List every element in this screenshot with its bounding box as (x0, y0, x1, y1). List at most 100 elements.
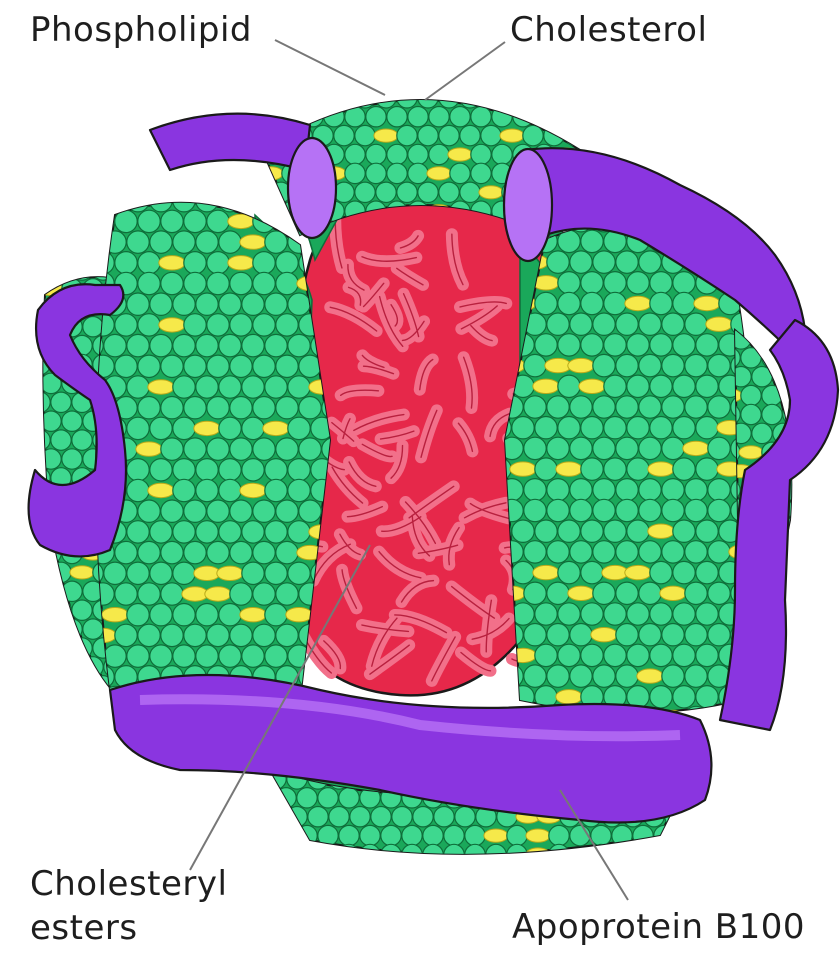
phospholipid-head (604, 520, 626, 542)
phospholipid-head (196, 376, 218, 398)
cholesterol-molecule (28, 566, 52, 579)
phospholipid-head (570, 396, 592, 418)
phospholipid-head (150, 459, 172, 481)
phospholipid-head (696, 458, 718, 480)
phospholipid-head (547, 396, 569, 418)
phospholipid-head (138, 355, 160, 377)
phospholipid-head (387, 107, 407, 127)
phospholipid-head (685, 624, 707, 646)
phospholipid-head (565, 50, 585, 70)
cholesterol-molecule (545, 358, 571, 372)
phospholipid-head (366, 144, 386, 164)
phospholipid-head (265, 645, 287, 667)
phospholipid-head (523, 88, 543, 108)
phospholipid-head (127, 479, 149, 501)
phospholipid-head (627, 375, 649, 397)
phospholipid-head (138, 210, 160, 232)
phospholipid-head (558, 561, 580, 583)
cholesterol-molecule (136, 442, 162, 456)
phospholipid-head (219, 190, 241, 212)
phospholipid-head (150, 521, 172, 543)
cholesterol-molecule (70, 566, 94, 579)
phospholipid-head (593, 251, 615, 273)
phospholipid-head (696, 686, 718, 708)
phospholipid-head (429, 69, 449, 89)
phospholipid-head (350, 863, 370, 883)
phospholipid-head (371, 863, 391, 883)
cholesterol-molecule (706, 317, 732, 331)
phospholipid-head (72, 676, 92, 696)
phospholipid-head (576, 69, 596, 89)
phospholipid-head (534, 107, 554, 127)
phospholipid-head (265, 604, 287, 626)
leader-phospholipid (275, 40, 385, 95)
phospholipid-head (581, 334, 603, 356)
phospholipid-head (288, 334, 310, 356)
phospholipid-head (544, 125, 564, 145)
phospholipid-head (650, 603, 672, 625)
phospholipid-head (334, 125, 354, 145)
phospholipid-head (650, 417, 672, 439)
phospholipid-head (30, 392, 50, 412)
phospholipid-head (576, 107, 596, 127)
phospholipid-head (627, 417, 649, 439)
phospholipid-head (558, 644, 580, 666)
phospholipid-head (150, 645, 172, 667)
phospholipid-head (161, 210, 183, 232)
phospholipid-head (708, 479, 730, 501)
phospholipid-head (266, 807, 286, 827)
phospholipid-head (115, 541, 137, 563)
leader-cholesterol (425, 42, 505, 100)
phospholipid-head (581, 520, 603, 542)
phospholipid-head (62, 619, 82, 639)
phospholipid-head (633, 844, 653, 864)
phospholipid-head (127, 562, 149, 584)
phospholipid-head (408, 107, 428, 127)
phospholipid-head (219, 459, 241, 481)
phospholipid-head (492, 69, 512, 89)
phospholipid-head (586, 125, 606, 145)
phospholipid-head (161, 541, 183, 563)
phospholipid-head (685, 582, 707, 604)
phospholipid-head (173, 376, 195, 398)
phospholipid-head (612, 844, 632, 864)
label-cholesteryl-esters-line2: esters (30, 906, 227, 950)
phospholipid-head (360, 825, 380, 845)
phospholipid-head (639, 582, 661, 604)
phospholipid-head (30, 600, 50, 620)
phospholipid-head (184, 355, 206, 377)
phospholipid-head (276, 500, 298, 522)
phospholipid-head (423, 825, 443, 845)
phospholipid-head (276, 624, 298, 646)
phospholipid-head (184, 272, 206, 294)
phospholipid-head (397, 125, 417, 145)
phospholipid-head (392, 807, 412, 827)
phospholipid-head (366, 107, 386, 127)
phospholipid-head (593, 479, 615, 501)
phospholipid-head (30, 676, 50, 696)
phospholipid-head (523, 50, 543, 70)
phospholipid-head (604, 644, 626, 666)
phospholipid-head (299, 438, 321, 460)
cholesterol-molecule (205, 587, 231, 601)
phospholipid-head (535, 292, 557, 314)
phospholipid-head (104, 190, 126, 212)
phospholipid-head (673, 644, 695, 666)
phospholipid-head (507, 844, 527, 864)
phospholipid-head (481, 125, 501, 145)
phospholipid-head (581, 561, 603, 583)
cholesterol-molecule (739, 446, 763, 459)
phospholipid-head (593, 541, 615, 563)
phospholipid-head (62, 411, 82, 431)
phospholipid-head (242, 521, 264, 543)
phospholipid-head (777, 706, 799, 728)
phospholipid-head (196, 334, 218, 356)
phospholipid-head (287, 807, 307, 827)
phospholipid-head (523, 125, 543, 145)
phospholipid-head (253, 397, 275, 419)
phospholipid-head (570, 541, 592, 563)
phospholipid-head (639, 479, 661, 501)
cholesterol-molecule (660, 586, 686, 600)
phospholipid-head (439, 50, 459, 70)
phospholipid-head (662, 479, 684, 501)
